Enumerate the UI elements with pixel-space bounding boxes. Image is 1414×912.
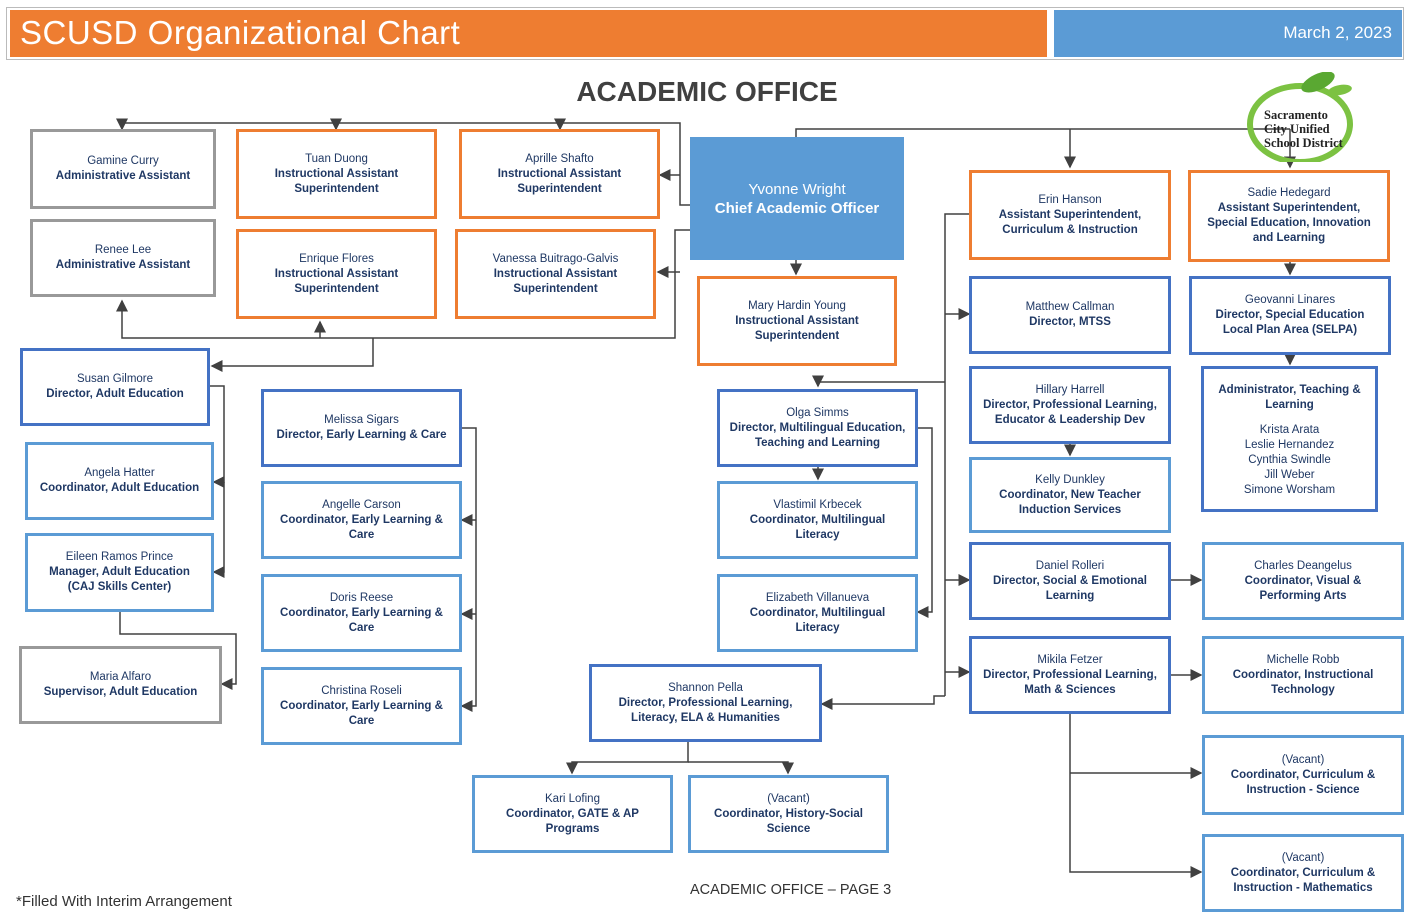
box-administrator-teaching-learning: Administrator, Teaching & Learning Krist… xyxy=(1201,366,1378,512)
footer-page-label: ACADEMIC OFFICE – PAGE 3 xyxy=(690,882,892,898)
box-vacant-science: (Vacant)Coordinator, Curriculum & Instru… xyxy=(1202,735,1404,815)
chart-date: March 2, 2023 xyxy=(1283,23,1392,42)
header-date-bar xyxy=(1054,10,1402,57)
box-vacant-mathematics: (Vacant)Coordinator, Curriculum & Instru… xyxy=(1202,834,1404,912)
footer-interim-note: *Filled With Interim Arrangement xyxy=(16,893,232,910)
header-frame xyxy=(6,7,1404,60)
district-logo-text: Sacramento City Unified School District xyxy=(1264,108,1343,150)
district-apple-logo-icon xyxy=(1247,72,1353,162)
box-vacant-history-social-science: (Vacant)Coordinator, History-Social Scie… xyxy=(688,775,889,853)
header-title-bar xyxy=(10,10,1047,57)
page-heading: ACADEMIC OFFICE xyxy=(576,76,838,107)
chart-title: SCUSD Organizational Chart xyxy=(20,14,461,51)
